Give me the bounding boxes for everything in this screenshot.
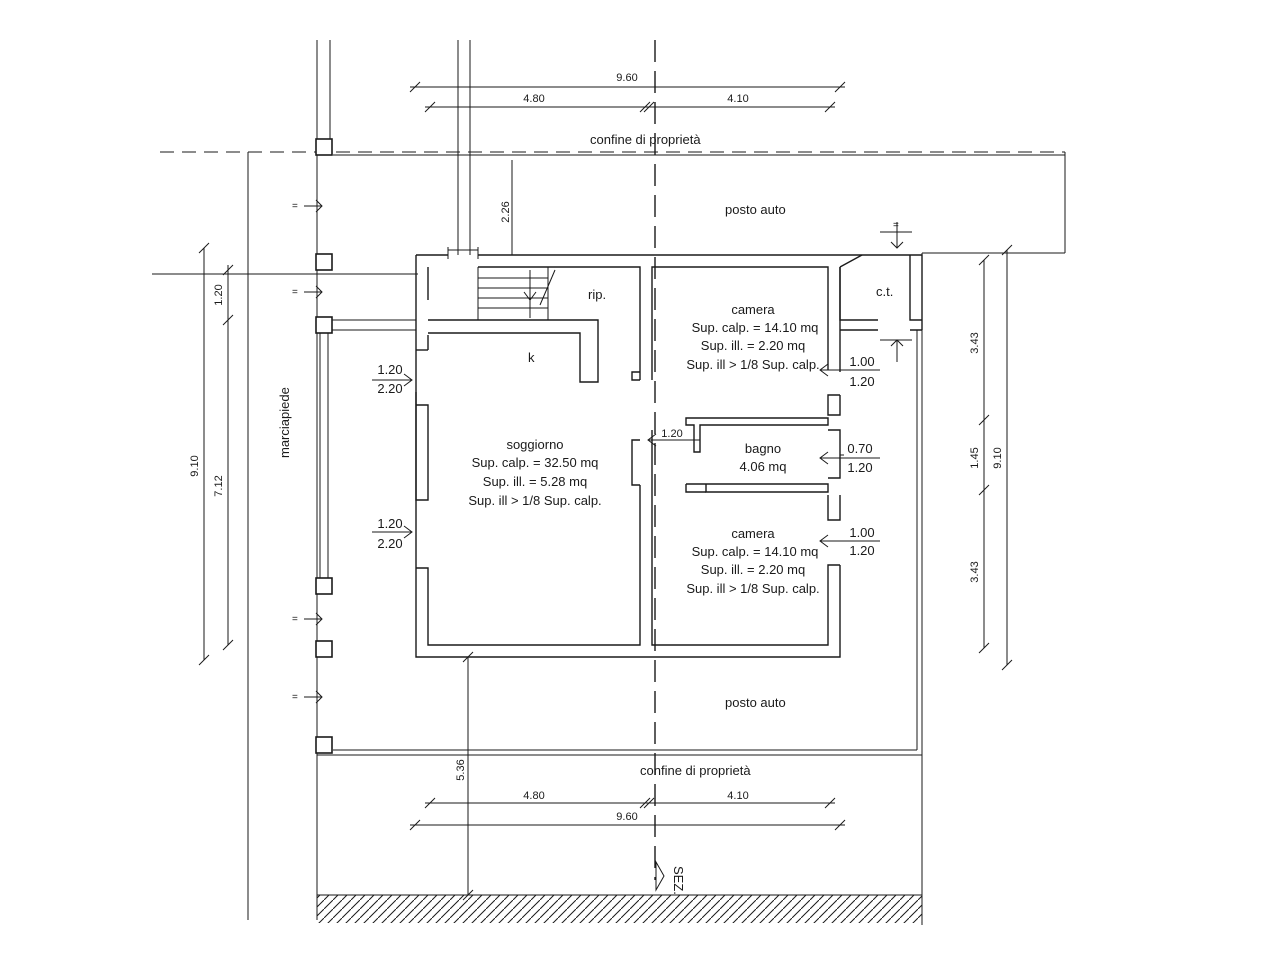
dim-gap-top: 2.26: [500, 201, 512, 222]
win-left-1-w: 1.20: [377, 362, 402, 377]
win-cam1-w: 1.00: [849, 354, 874, 369]
building: =: [415, 220, 923, 658]
camera-bottom-ill: Sup. ill. = 2.20 mq: [701, 562, 805, 577]
ct-label: c.t.: [876, 284, 893, 299]
section-axes: [152, 40, 656, 880]
door-bagno: 1.20: [661, 428, 682, 440]
bagno-name: bagno: [745, 441, 781, 456]
win-cam1-h: 1.20: [849, 374, 874, 389]
ground-hatch: [317, 895, 922, 923]
win-cam2-h: 1.20: [849, 543, 874, 558]
staircase: [477, 267, 556, 320]
dim-left-inner: 7.12: [213, 475, 225, 496]
svg-text:=: =: [292, 614, 298, 625]
plan-labels: confine di proprietà confine di propriet…: [277, 132, 893, 895]
dim-right-total: 9.10: [992, 447, 1004, 468]
win-left-2-w: 1.20: [377, 516, 402, 531]
dim-gap-bottom: 5.36: [455, 759, 467, 780]
bagno-area: 4.06 mq: [740, 459, 787, 474]
dim-right-lower: 3.43: [969, 561, 981, 582]
soggiorno-calp: Sup. calp. = 32.50 mq: [472, 455, 599, 470]
svg-text:=: =: [292, 692, 298, 703]
svg-text:=: =: [292, 201, 298, 212]
camera-top-ratio: Sup. ill > 1/8 Sup. calp.: [686, 357, 819, 372]
dimension-lines: [198, 81, 1013, 901]
posto-auto-bottom-label: posto auto: [725, 695, 786, 710]
dim-top-left: 4.80: [523, 93, 544, 105]
svg-text:=: =: [893, 220, 899, 231]
camera-top-ill: Sup. ill. = 2.20 mq: [701, 338, 805, 353]
win-left-1-h: 2.20: [377, 381, 402, 396]
confine-top-label: confine di proprietà: [590, 132, 701, 147]
dim-left-upper: 1.20: [213, 284, 225, 305]
win-bagno-h: 1.20: [847, 460, 872, 475]
posto-auto-top-label: posto auto: [725, 202, 786, 217]
dim-right-middle: 1.45: [969, 447, 981, 468]
dim-bottom-left: 4.80: [523, 790, 544, 802]
dimension-labels: 9.60 4.80 4.10 4.80 4.10 9.60 2.26 5.36 …: [189, 72, 1004, 823]
dim-left-total: 9.10: [189, 455, 201, 476]
dim-right-upper: 3.43: [969, 332, 981, 353]
marciapiede-label: marciapiede: [277, 387, 292, 458]
gate-arrows: = = = =: [292, 199, 323, 704]
confine-bottom-label: confine di proprietà: [640, 763, 751, 778]
camera-bottom-name: camera: [731, 526, 775, 541]
win-bagno-w: 0.70: [847, 441, 872, 456]
camera-top-name: camera: [731, 302, 775, 317]
camera-top-calp: Sup. calp. = 14.10 mq: [692, 320, 819, 335]
fence-posts: [315, 138, 416, 754]
win-left-2-h: 2.20: [377, 536, 402, 551]
dim-top-total: 9.60: [616, 72, 637, 84]
k-label: k: [528, 350, 535, 365]
dim-bottom-total: 9.60: [616, 811, 637, 823]
dim-top-right: 4.10: [727, 93, 748, 105]
sez-label: SEZ.: [671, 866, 686, 895]
soggiorno-ill: Sup. ill. = 5.28 mq: [483, 474, 587, 489]
rip-label: rip.: [588, 287, 606, 302]
site-boundaries: [160, 40, 1066, 925]
soggiorno-ratio: Sup. ill > 1/8 Sup. calp.: [468, 493, 601, 508]
camera-bottom-ratio: Sup. ill > 1/8 Sup. calp.: [686, 581, 819, 596]
win-cam2-w: 1.00: [849, 525, 874, 540]
camera-bottom-calp: Sup. calp. = 14.10 mq: [692, 544, 819, 559]
soggiorno-name: soggiorno: [506, 437, 563, 452]
dim-bottom-right: 4.10: [727, 790, 748, 802]
svg-text:=: =: [292, 287, 298, 298]
